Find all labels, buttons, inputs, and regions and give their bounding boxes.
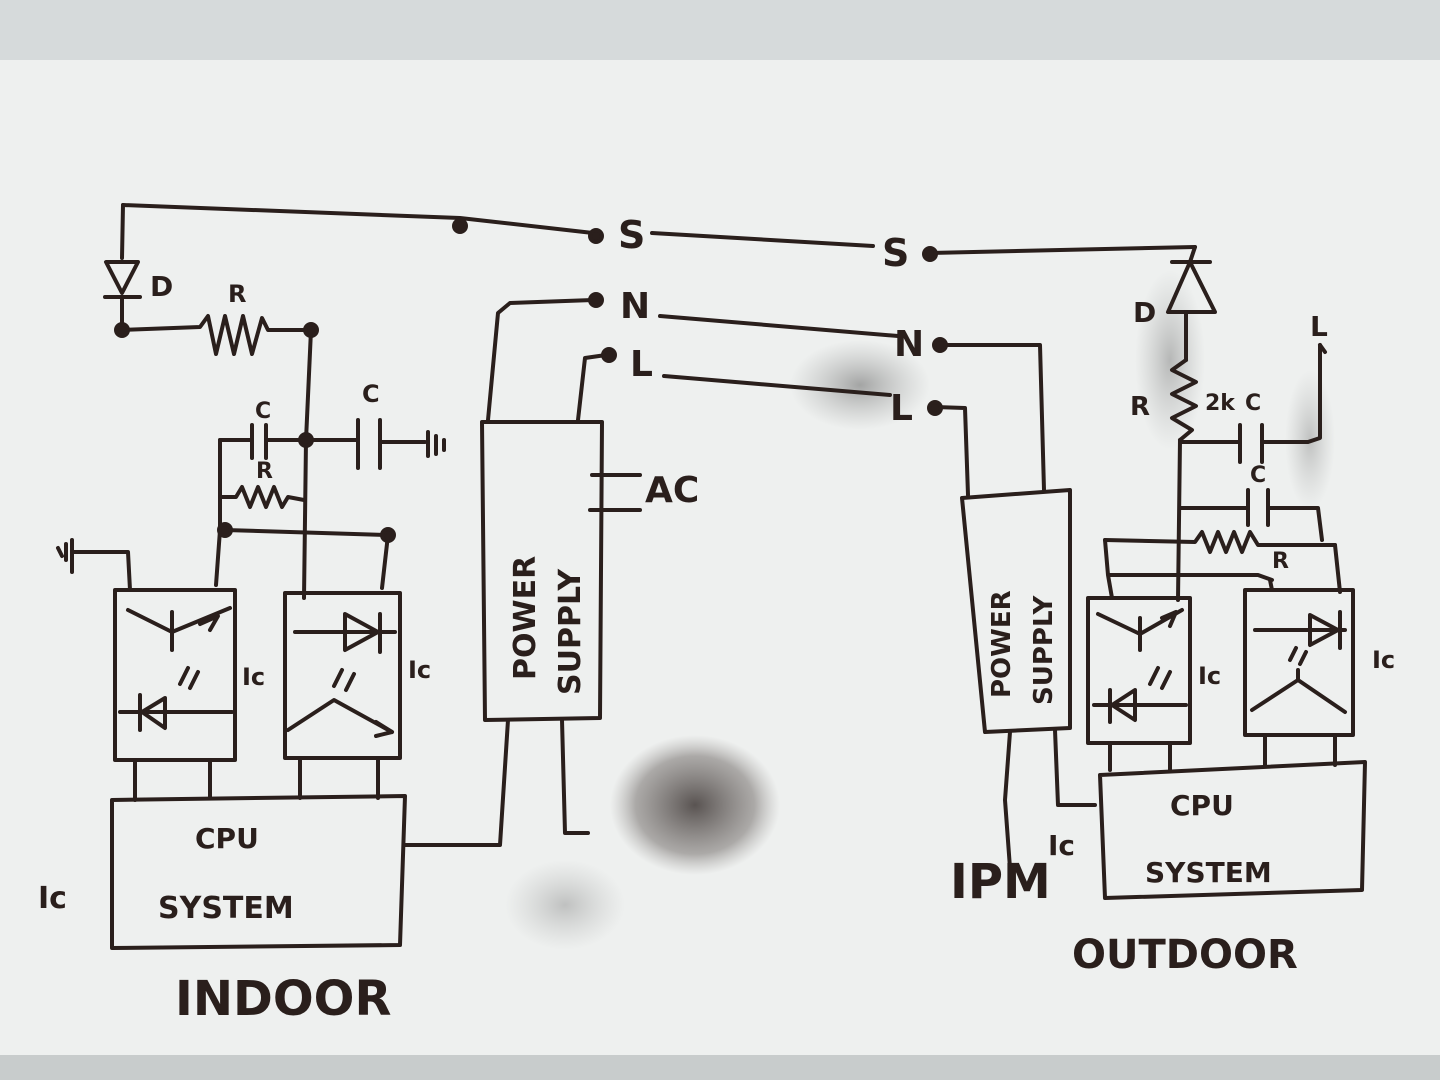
board-bottom-edge (0, 1055, 1440, 1080)
indoor-feedback-resistor-label: R (256, 459, 273, 484)
outdoor-feedback-resistor (1103, 530, 1342, 600)
outdoor-system-label: SYSTEM (1145, 856, 1272, 889)
outdoor-resistor-label: R (1130, 392, 1150, 422)
outdoor-terminal-n: N (894, 324, 924, 365)
indoor-terminal-l: L (630, 344, 653, 385)
outdoor-cpu-box (1098, 760, 1367, 900)
indoor-cap-right-label: C (362, 380, 380, 408)
indoor-cpu-ic-label: Ic (38, 881, 67, 916)
indoor-system-label: SYSTEM (158, 891, 294, 926)
indoor-optocoupler-1 (113, 588, 237, 802)
outdoor-optocoupler-1 (1086, 596, 1192, 772)
indoor-ground (56, 538, 132, 592)
indoor-cap-left-label: C (255, 399, 271, 424)
outdoor-title: OUTDOOR (1072, 932, 1298, 978)
outdoor-ic2-label: Ic (1372, 646, 1395, 674)
indoor-psu-label-1: POWER (508, 556, 543, 680)
indoor-cpu-box (110, 794, 407, 950)
indoor-resistor-label: R (228, 280, 246, 308)
outdoor-diode (1166, 245, 1217, 362)
outdoor-terminal-l: L (890, 388, 913, 429)
outdoor-cpu-label: CPU (1170, 789, 1234, 822)
outdoor-l-lead (1318, 343, 1327, 354)
smudges (505, 270, 1335, 950)
outdoor-cap-bottom-label: C (1250, 463, 1266, 488)
outdoor-capacitor-top (1178, 343, 1322, 464)
outdoor-diode-label: D (1133, 296, 1156, 329)
outdoor-ic1-label: Ic (1198, 662, 1221, 690)
indoor-title: INDOOR (175, 971, 391, 1027)
ipm-label: IPM (950, 854, 1051, 910)
ac-label: AC (645, 470, 699, 511)
indoor-cpu-label: CPU (195, 822, 259, 855)
outdoor-ipm-ic-label: Ic (1048, 829, 1075, 862)
signal-wire (121, 203, 1197, 262)
indoor-capacitor-right (304, 418, 446, 470)
indoor-power-supply-box (480, 420, 604, 722)
outdoor-power-supply-box (960, 488, 1072, 734)
neutral-wire (486, 292, 1046, 492)
outdoor-cap-top-label: C (1245, 391, 1261, 416)
outdoor-resistor-value: 2k (1205, 391, 1236, 416)
outdoor-feedback-resistor-label: R (1272, 549, 1289, 574)
indoor-feedback-resistor (214, 438, 396, 590)
indoor-psu-label-2: SUPPLY (553, 568, 588, 695)
outdoor-l-label: L (1310, 310, 1328, 343)
board-top-edge (0, 0, 1440, 60)
outdoor-psu-output-wires (1003, 728, 1097, 870)
indoor-diode-label: D (150, 270, 173, 303)
outdoor-terminal-s: S (882, 231, 909, 275)
ac-capacitor (588, 473, 642, 512)
line-wire (576, 347, 970, 497)
board-surface (0, 55, 1440, 1055)
outdoor-psu-label-1: POWER (987, 590, 1017, 698)
indoor-terminal-n: N (620, 286, 650, 327)
indoor-optocoupler-2 (283, 591, 402, 800)
outdoor-psu-label-2: SUPPLY (1029, 595, 1059, 705)
outdoor-capacitor-bottom (1178, 488, 1324, 542)
indoor-psu-output-wires (403, 718, 590, 847)
indoor-ic2-label: Ic (408, 656, 431, 684)
indoor-ic1-label: Ic (242, 663, 265, 691)
indoor-terminal-s: S (618, 213, 645, 257)
outdoor-optocoupler-2 (1243, 588, 1355, 767)
